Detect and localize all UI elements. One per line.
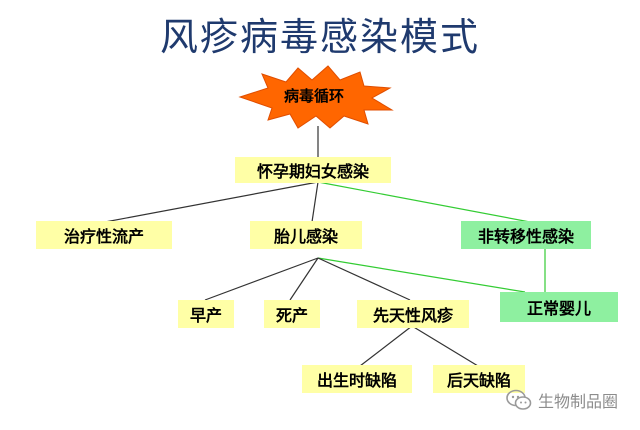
wechat-icon (506, 389, 532, 410)
node-preterm: 早产 (178, 300, 234, 328)
node-fetal-infection: 胎儿感染 (250, 221, 362, 249)
page-title: 风疹病毒感染模式 (159, 15, 480, 59)
node-therapeutic-abortion: 治疗性流产 (36, 221, 172, 249)
virus-cycle-label: 病毒循环 (283, 86, 344, 105)
node-nontransfer-infection: 非转移性感染 (461, 221, 591, 249)
node-normal-infant: 正常婴儿 (500, 292, 618, 322)
edge-congenital-acquireddefect (411, 325, 479, 367)
edge-pregnant-nontransfer (317, 181, 531, 223)
edge-fetal-congenital (317, 257, 411, 301)
edge-congenital-birthdefect (359, 325, 413, 367)
edge-pregnant-abortion (104, 181, 319, 223)
node-pregnant-infection: 怀孕期妇女感染 (235, 157, 391, 183)
edge-fetal-stillbirth (289, 257, 319, 301)
node-acquired-defect: 后天缺陷 (433, 365, 525, 393)
edge-fetal-preterm (204, 257, 319, 301)
watermark: 生物制品圈 (506, 388, 618, 412)
edge-fetal-normal (317, 257, 526, 293)
virus-cycle-burst (238, 65, 394, 129)
watermark-text: 生物制品圈 (537, 392, 618, 411)
node-stillbirth: 死产 (264, 300, 320, 328)
node-birth-defect: 出生时缺陷 (302, 365, 412, 393)
edge-pregnant-fetal (311, 181, 319, 223)
node-congenital-rubella: 先天性风疹 (357, 300, 469, 328)
